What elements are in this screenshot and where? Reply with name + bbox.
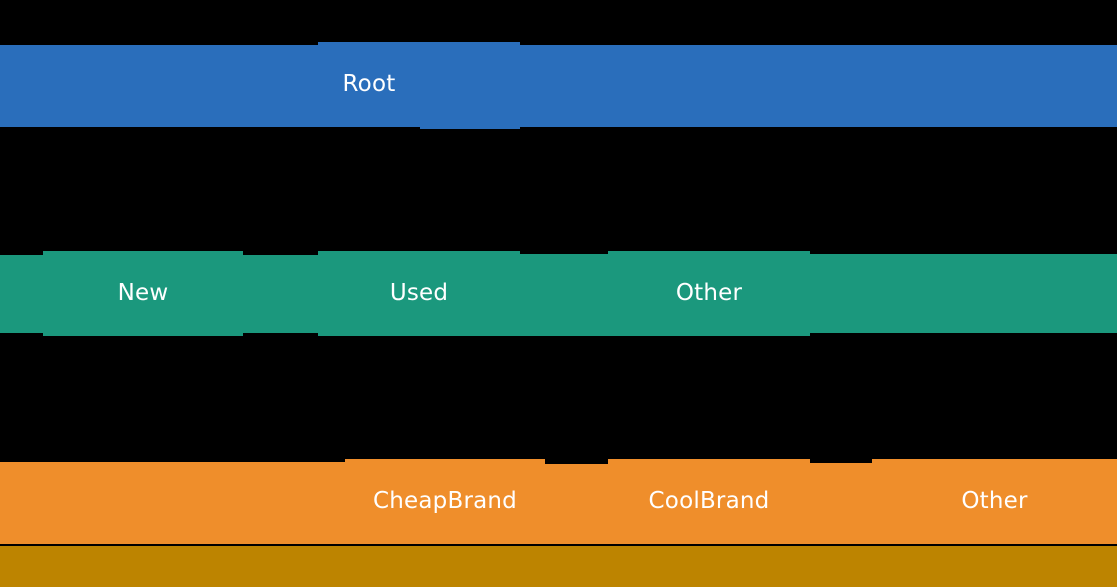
node-used[interactable]: Used [318, 251, 520, 336]
node-segment-1-4[interactable] [520, 254, 608, 336]
node-segment-3-0[interactable] [0, 546, 1117, 587]
node-root[interactable]: Root [318, 42, 420, 127]
node-label: CoolBrand [648, 488, 770, 514]
node-segment-0-2[interactable] [420, 42, 520, 129]
node-segment-2-2[interactable] [545, 464, 608, 544]
condition-level: New Used Other [0, 251, 1117, 336]
node-other[interactable]: Other [608, 251, 810, 336]
node-segment-2-0[interactable] [0, 462, 345, 544]
node-label: Other [675, 280, 743, 306]
node-label: CheapBrand [373, 488, 517, 514]
node-coolbrand[interactable]: CoolBrand [608, 459, 810, 544]
root-level: Root [0, 42, 1117, 129]
node-segment-1-6[interactable] [810, 254, 1117, 333]
leaf-level [0, 546, 1117, 587]
node-segment-2-4[interactable] [810, 463, 872, 544]
node-label: Other [961, 488, 1028, 514]
node-segment-0-0[interactable] [0, 45, 318, 127]
node-label: Root [342, 71, 396, 97]
node-segment-1-2[interactable] [243, 255, 318, 333]
node-label: New [117, 280, 169, 306]
node-other[interactable]: Other [872, 459, 1117, 544]
node-segment-1-0[interactable] [0, 255, 43, 333]
node-label: Used [389, 280, 449, 306]
brand-level: CheapBrand CoolBrand Other [0, 459, 1117, 544]
node-new[interactable]: New [43, 251, 243, 336]
node-cheapbrand[interactable]: CheapBrand [345, 459, 545, 544]
node-segment-0-3[interactable] [520, 45, 1117, 127]
